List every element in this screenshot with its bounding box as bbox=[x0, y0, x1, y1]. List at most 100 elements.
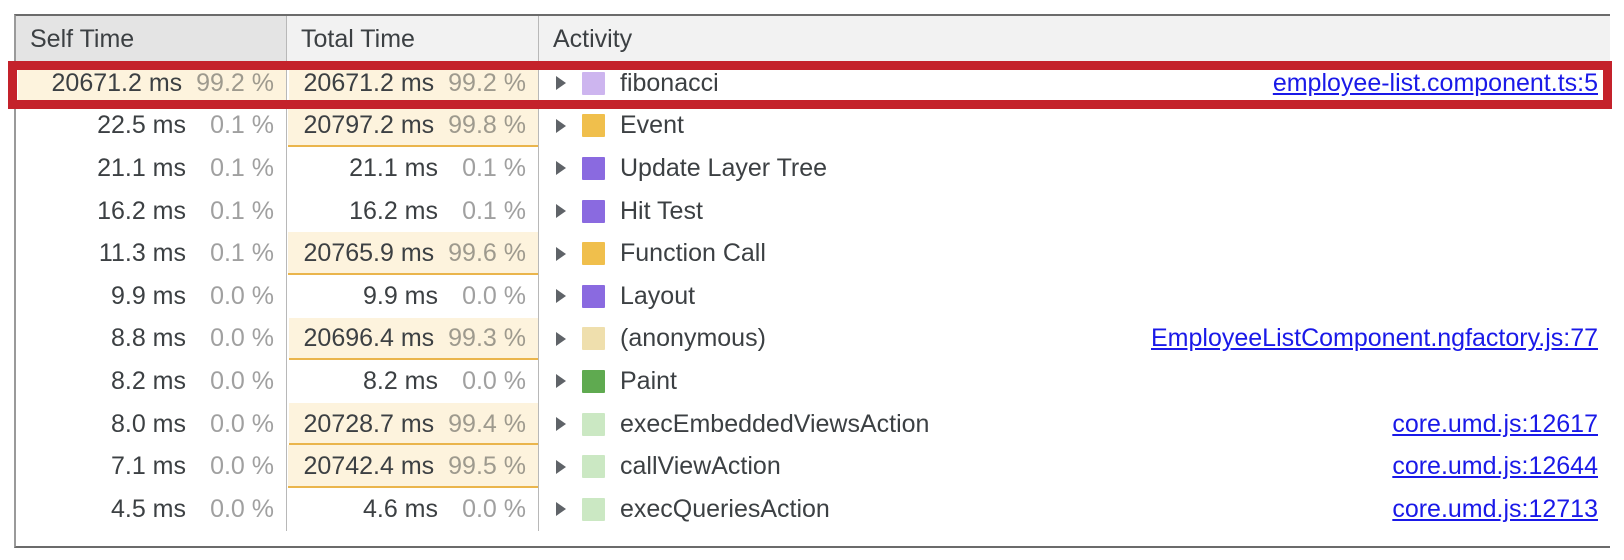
column-header-self-time[interactable]: Self Time bbox=[16, 16, 287, 62]
total-time-value: 4.6 ms bbox=[362, 494, 438, 523]
disclosure-triangle-right-icon[interactable] bbox=[550, 157, 572, 179]
self-time-percent: 0.0 % bbox=[210, 324, 274, 353]
activity-label: fibonacci bbox=[620, 68, 719, 97]
column-header-total-time[interactable]: Total Time bbox=[287, 16, 539, 62]
total-time-percent: 99.2 % bbox=[448, 68, 526, 97]
activity-label: (anonymous) bbox=[620, 324, 766, 353]
self-time-value: 22.5 ms bbox=[97, 111, 186, 140]
disclosure-triangle-right-icon[interactable] bbox=[550, 413, 572, 435]
self-time-value: 20671.2 ms bbox=[51, 68, 183, 97]
total-time-percent: 0.1 % bbox=[462, 196, 526, 225]
cell-activity: Update Layer Tree bbox=[539, 147, 1610, 190]
activity-label: Layout bbox=[620, 281, 696, 310]
activity-table: Self Time Total Time Activity 20671.2 ms… bbox=[14, 14, 1610, 548]
source-location-link[interactable]: core.umd.js:12617 bbox=[1392, 409, 1598, 438]
disclosure-triangle-right-icon[interactable] bbox=[550, 498, 572, 520]
total-time-value: 20671.2 ms bbox=[303, 68, 435, 97]
total-time-percent: 99.8 % bbox=[448, 111, 526, 140]
total-time-percent: 0.1 % bbox=[462, 153, 526, 182]
total-time-percent: 99.5 % bbox=[448, 452, 526, 481]
self-time-value: 11.3 ms bbox=[98, 239, 186, 268]
activity-label: Event bbox=[620, 111, 684, 140]
activity-color-swatch-icon bbox=[582, 327, 605, 351]
self-time-percent: 0.1 % bbox=[210, 239, 274, 268]
column-header-activity[interactable]: Activity bbox=[539, 16, 1610, 62]
activity-label: Paint bbox=[620, 366, 677, 395]
total-time-value: 20765.9 ms bbox=[303, 239, 435, 268]
cell-activity: Paint bbox=[539, 360, 1610, 403]
total-time-value: 21.1 ms bbox=[349, 153, 438, 182]
disclosure-triangle-right-icon[interactable] bbox=[550, 115, 572, 137]
total-time-percent: 0.0 % bbox=[462, 366, 526, 395]
total-time-value: 20742.4 ms bbox=[303, 452, 435, 481]
cell-activity: Hit Test bbox=[539, 190, 1610, 233]
disclosure-triangle-right-icon[interactable] bbox=[550, 456, 572, 478]
source-location-link[interactable]: core.umd.js:12713 bbox=[1392, 494, 1598, 523]
source-location-link[interactable]: core.umd.js:12644 bbox=[1392, 452, 1598, 481]
self-time-value: 21.1 ms bbox=[97, 153, 186, 182]
disclosure-triangle-right-icon[interactable] bbox=[550, 243, 572, 265]
activity-color-swatch-icon bbox=[582, 71, 605, 95]
table-row[interactable]: 21.1 ms 0.1 % 21.1 ms 0.1 % Update Layer Tre… bbox=[16, 147, 1610, 190]
self-time-value: 4.5 ms bbox=[110, 494, 186, 523]
cell-activity: (anonymous) EmployeeListComponent.ngfacto… bbox=[539, 318, 1610, 361]
activity-label: Function Call bbox=[620, 239, 766, 268]
self-time-percent: 0.1 % bbox=[210, 196, 274, 225]
total-time-bar-fill bbox=[288, 232, 538, 275]
activity-color-swatch-icon bbox=[582, 455, 605, 479]
cell-total-time: 21.1 ms 0.1 % bbox=[287, 147, 539, 190]
table-row[interactable]: 20671.2 ms 99.2 % 20671.2 ms 99.2 % fibonacc… bbox=[16, 62, 1610, 105]
total-time-percent: 0.0 % bbox=[462, 281, 526, 310]
cell-self-time: 11.3 ms 0.1 % bbox=[16, 232, 287, 275]
disclosure-triangle-right-icon[interactable] bbox=[550, 328, 572, 350]
disclosure-triangle-right-icon[interactable] bbox=[550, 370, 572, 392]
cell-activity: Event bbox=[539, 105, 1610, 148]
cell-self-time: 21.1 ms 0.1 % bbox=[16, 147, 287, 190]
cell-total-time: 20671.2 ms 99.2 % bbox=[287, 62, 539, 105]
cell-activity: Layout bbox=[539, 275, 1610, 318]
total-time-bar-fill bbox=[288, 445, 538, 488]
total-time-bar-fill bbox=[288, 402, 538, 446]
activity-label: Hit Test bbox=[620, 196, 703, 225]
disclosure-triangle-right-icon[interactable] bbox=[550, 285, 572, 307]
total-time-value: 20696.4 ms bbox=[303, 324, 435, 353]
self-time-percent: 0.0 % bbox=[210, 366, 274, 395]
self-time-value: 8.0 ms bbox=[110, 409, 186, 438]
self-time-percent: 99.2 % bbox=[196, 68, 274, 97]
self-time-percent: 0.1 % bbox=[210, 111, 274, 140]
activity-label: Update Layer Tree bbox=[620, 153, 828, 182]
disclosure-triangle-right-icon[interactable] bbox=[550, 72, 572, 94]
source-location-link[interactable]: employee-list.component.ts:5 bbox=[1272, 68, 1598, 97]
activity-color-swatch-icon bbox=[582, 156, 605, 180]
source-location-link[interactable]: EmployeeListComponent.ngfactory.js:77 bbox=[1151, 324, 1598, 353]
self-time-percent: 0.1 % bbox=[210, 153, 274, 182]
activity-color-swatch-icon bbox=[582, 242, 605, 266]
self-time-percent: 0.0 % bbox=[210, 281, 274, 310]
disclosure-triangle-right-icon[interactable] bbox=[550, 200, 572, 222]
activity-color-swatch-icon bbox=[582, 412, 605, 436]
total-time-bar-fill bbox=[287, 104, 538, 148]
cell-self-time: 8.8 ms 0.0 % bbox=[16, 317, 287, 361]
self-time-value: 8.8 ms bbox=[110, 324, 186, 353]
